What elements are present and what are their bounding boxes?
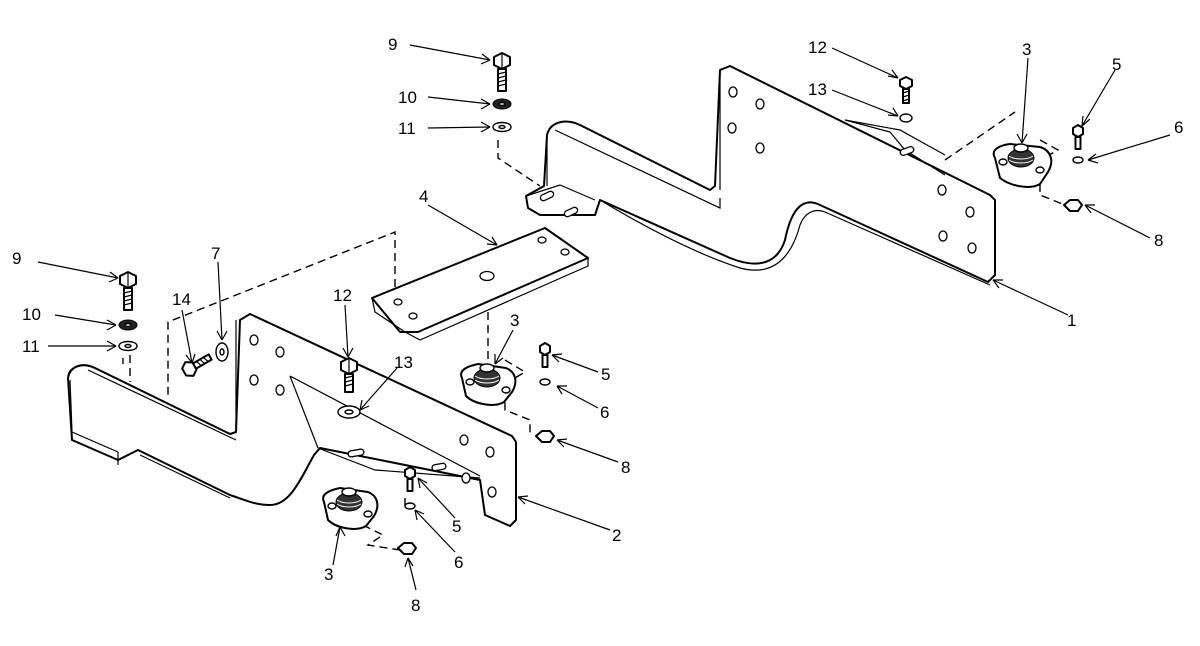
callout-14: 14: [172, 290, 191, 309]
callout-6-upper: 6: [1174, 118, 1183, 137]
mount-middle: [460, 363, 517, 406]
bolt-12-upper: [899, 76, 913, 104]
callout-5-middle: 5: [601, 365, 610, 384]
callout-labels: 9 10 11 12 13 3 5 6 8 1 4 9 10 11 14 7 1…: [12, 35, 1183, 615]
rail-part-2: [67, 313, 517, 527]
callout-8-lower: 8: [411, 596, 420, 615]
leader-lines: [37, 44, 1171, 591]
mount-lower-left: [322, 487, 379, 530]
hardware: [118, 52, 1084, 555]
callout-7: 7: [211, 244, 220, 263]
bolt-5-upper: [1072, 124, 1084, 150]
callout-12-upper: 12: [808, 38, 827, 57]
callout-13-upper: 13: [808, 80, 827, 99]
callout-13-middle: 13: [394, 353, 413, 372]
callout-8-middle: 8: [621, 458, 630, 477]
callout-6-lower: 6: [454, 553, 463, 572]
callout-9-left: 9: [12, 249, 21, 268]
nut-8-lower: [397, 542, 417, 555]
bolt-5-middle: [539, 342, 551, 368]
bolt-14: [181, 353, 213, 377]
callout-5-lower: 5: [452, 517, 461, 536]
bolt-9-upper: [493, 52, 511, 92]
callout-10-upper: 10: [398, 88, 417, 107]
rail-part-1: [525, 65, 996, 286]
nut-8-upper: [1063, 199, 1083, 212]
callout-9-upper: 9: [388, 35, 397, 54]
bolt-5-lower: [404, 466, 416, 492]
callout-10-left: 10: [22, 305, 41, 324]
callout-3-lower: 3: [324, 565, 333, 584]
callout-6-middle: 6: [600, 403, 609, 422]
callout-4: 4: [419, 187, 428, 206]
nut-8-middle: [535, 430, 555, 443]
callout-1: 1: [1067, 311, 1076, 330]
bolt-12-middle: [340, 357, 358, 393]
callout-11-upper: 11: [398, 119, 416, 138]
callout-3-middle: 3: [510, 311, 519, 330]
callout-3-upper: 3: [1022, 40, 1031, 59]
callout-12-middle: 12: [333, 286, 352, 305]
bolt-9-left: [119, 271, 137, 311]
callout-11-left: 11: [22, 337, 40, 356]
callout-5-upper: 5: [1112, 55, 1121, 74]
callout-2: 2: [612, 526, 621, 545]
washer-13-upper: [899, 113, 913, 123]
bracket-part-4: [371, 227, 589, 341]
mount-upper-right: [992, 143, 1053, 188]
callout-8-upper: 8: [1154, 231, 1163, 250]
